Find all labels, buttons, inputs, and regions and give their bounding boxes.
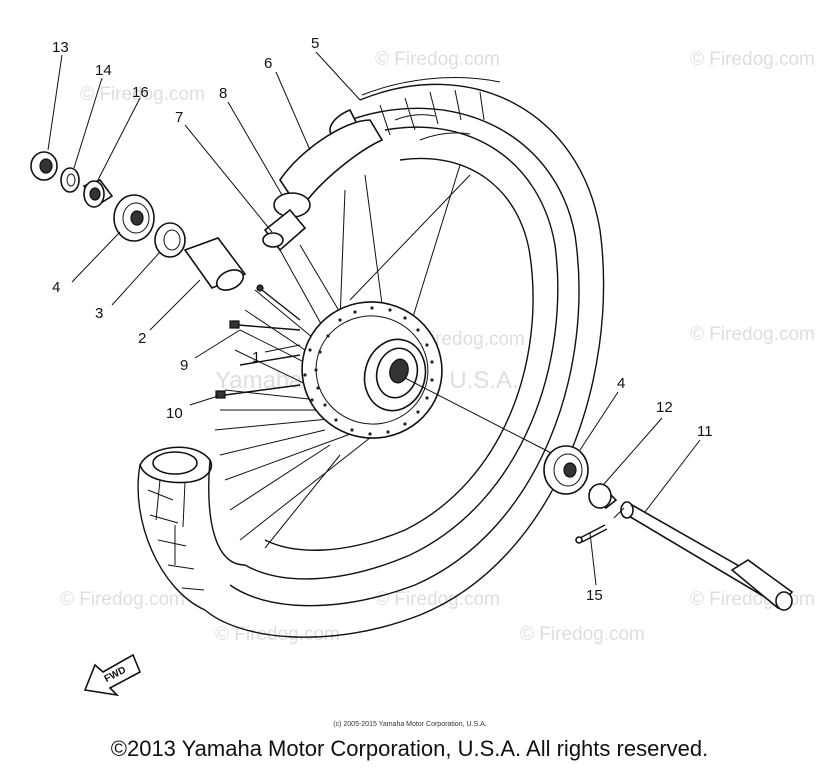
watermark: © Firedog.com: [375, 589, 500, 610]
copyright-notice: ©2013 Yamaha Motor Corporation, U.S.A. A…: [110, 736, 709, 761]
part-labels: 13 14 16 5 6 8 7 4 3 2 9 1 10 4 12 11 15: [52, 35, 713, 604]
part-label-13: 13: [52, 39, 69, 56]
part-label-8: 8: [219, 85, 227, 102]
tire: [137, 77, 605, 638]
part-label-16: 16: [132, 84, 149, 101]
tube: [262, 119, 384, 252]
part-label-1: 1: [252, 349, 260, 366]
part-label-4-right: 4: [617, 375, 625, 392]
part-label-9: 9: [180, 357, 188, 374]
part-label-15: 15: [586, 587, 603, 604]
watermark: © Firedog.com: [60, 589, 185, 610]
part-label-7: 7: [175, 109, 183, 126]
front-wheel-parts-diagram: © Firedog.com © Firedog.com © Firedog.co…: [30, 35, 815, 728]
watermark: © Firedog.com: [375, 49, 500, 70]
watermark: © Firedog.com: [690, 324, 815, 345]
part-label-12: 12: [656, 399, 673, 416]
axle-centerline: [404, 377, 556, 456]
credit-line: (c) 2005-2015 Yamaha Motor Corporation, …: [333, 721, 486, 728]
watermark: © Firedog.com: [215, 624, 340, 645]
part-label-5: 5: [311, 35, 319, 52]
watermark: © Firedog.com: [80, 84, 205, 105]
spoke-nipples: [215, 284, 301, 399]
leader-lines: [47, 51, 701, 586]
part-label-14: 14: [95, 62, 112, 79]
fwd-arrow-icon: FWD: [83, 653, 142, 697]
watermark: © Firedog.com: [690, 589, 815, 610]
part-label-2: 2: [138, 330, 146, 347]
part-label-3: 3: [95, 305, 103, 322]
watermark: © Firedog.com: [520, 624, 645, 645]
hub: [363, 338, 427, 412]
part-label-6: 6: [264, 55, 272, 72]
part-label-11: 11: [697, 423, 713, 440]
left-side-parts: [30, 151, 247, 291]
watermark: © Firedog.com: [690, 49, 815, 70]
right-side-parts: [543, 445, 794, 611]
part-label-4-left: 4: [52, 279, 60, 296]
part-label-10: 10: [166, 405, 183, 422]
